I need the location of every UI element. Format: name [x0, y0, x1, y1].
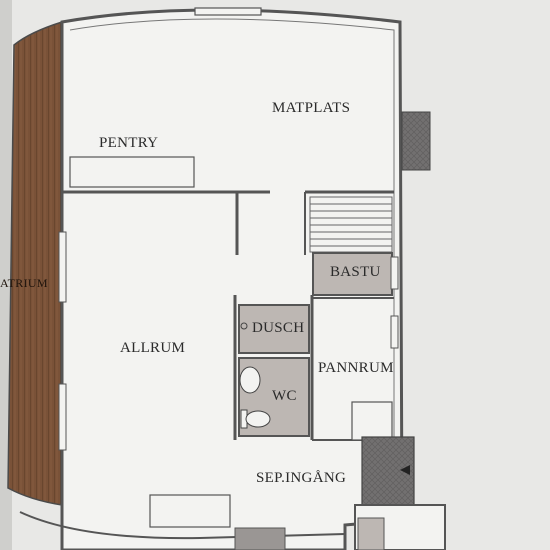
- boiler-unit: [351, 401, 393, 441]
- shower-icon: [240, 322, 248, 330]
- label-wc: WC: [272, 388, 297, 404]
- label-bastu: BASTU: [330, 264, 381, 280]
- chimney: [401, 111, 431, 171]
- label-sep-ingang: SEP.INGÅNG: [256, 470, 347, 486]
- label-pannrum: PANNRUM: [318, 360, 394, 376]
- top-window: [194, 7, 262, 16]
- label-dusch: DUSCH: [252, 320, 305, 336]
- label-allrum: ALLRUM: [120, 340, 186, 356]
- label-matplats: MATPLATS: [272, 100, 351, 116]
- pentry-counter: [69, 156, 195, 188]
- toilet-icon: [240, 409, 271, 429]
- staircase: [309, 196, 393, 253]
- label-atrium: ATRIUM: [0, 276, 48, 290]
- label-pentry: PENTRY: [99, 135, 159, 151]
- atrium-deck: [7, 20, 63, 506]
- room-dusch: [238, 304, 310, 354]
- sink-icon: [239, 366, 261, 394]
- entrance-arrow-icon: [400, 465, 410, 475]
